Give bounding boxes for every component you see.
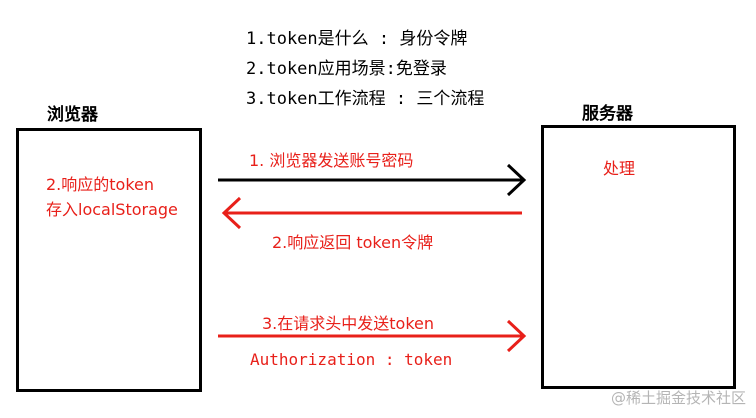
note-1: 1.token是什么 : 身份令牌 [246,29,468,49]
token-notes: 1.token是什么 : 身份令牌 2.token应用场景:免登录 3.toke… [246,24,484,114]
arrow-step3-label: 3.在请求头中发送token [262,314,435,333]
arrow-step2-label: 2.响应返回 token令牌 [272,233,434,252]
server-note: 处理 [603,159,636,178]
browser-box [16,128,202,392]
note-2: 2.token应用场景:免登录 [246,59,447,79]
arrow-step2 [221,196,522,230]
server-title: 服务器 [582,104,633,124]
arrow-step1-label: 1. 浏览器发送账号密码 [249,151,414,170]
arrow-step3 [218,319,527,353]
browser-title: 浏览器 [47,105,98,125]
arrow-step1 [218,163,527,197]
browser-note-line1: 2.响应的token [46,175,155,194]
arrow-step3-header: Authorization : token [250,350,453,369]
browser-note-line2: 存入localStorage [46,200,178,219]
note-3: 3.token工作流程 : 三个流程 [246,89,485,109]
server-box [541,125,736,389]
watermark: @稀土掘金技术社区 [610,389,746,407]
